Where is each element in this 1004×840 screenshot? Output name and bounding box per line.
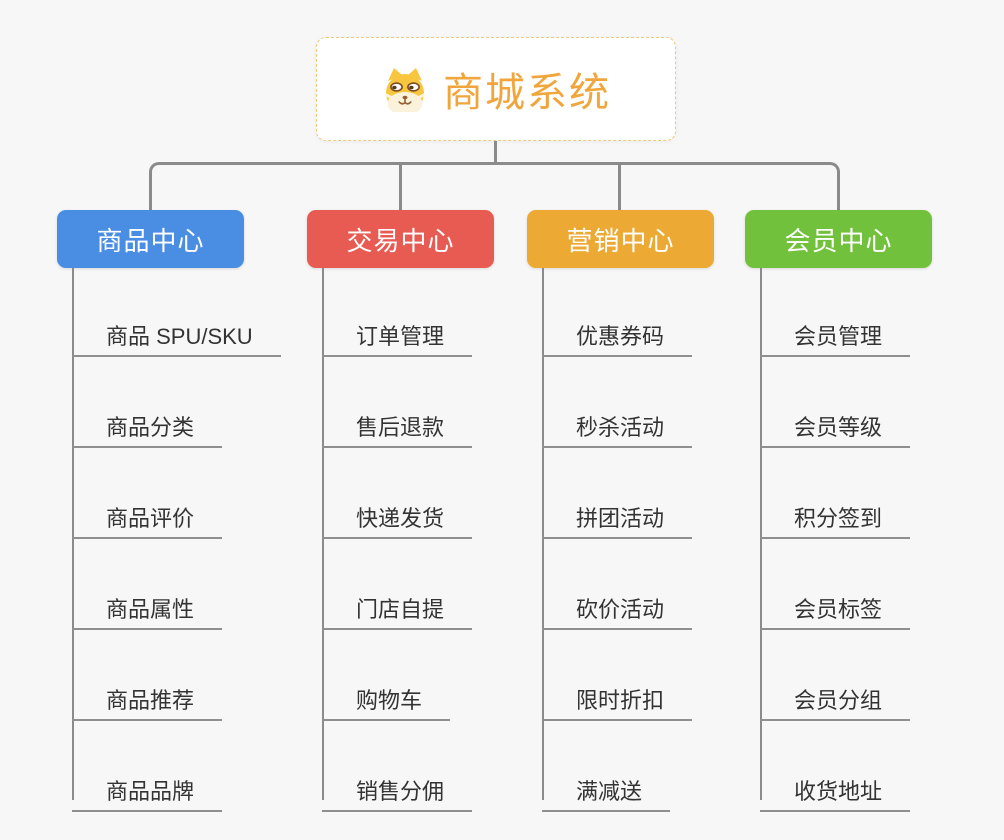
branch-children-member-center: 会员管理 会员等级 积分签到 会员标签 会员分组 收货地址 [745, 268, 995, 812]
root-title: 商城系统 [443, 71, 611, 115]
leaf-node[interactable]: 售后退款 [322, 357, 473, 448]
branch-label: 营销中心 [566, 225, 675, 256]
leaf-node[interactable]: 满减送 [542, 721, 671, 812]
leaf-node[interactable]: 商品属性 [72, 539, 223, 630]
leaf-node[interactable]: 拼团活动 [542, 448, 693, 539]
leaf-node[interactable]: 会员等级 [760, 357, 911, 448]
connector-drop-marketing [618, 163, 621, 210]
leaf-node[interactable]: 商品品牌 [72, 721, 223, 812]
leaf-node[interactable]: 订单管理 [322, 268, 473, 357]
branch-children-product-center: 商品 SPU/SKU 商品分类 商品评价 商品属性 商品推荐 商品品牌 [57, 268, 307, 812]
branch-node-marketing-center[interactable]: 营销中心 [527, 210, 714, 268]
leaf-node[interactable]: 商品 SPU/SKU [72, 268, 281, 357]
leaf-node[interactable]: 快递发货 [322, 448, 473, 539]
branch-label: 商品中心 [96, 225, 205, 256]
leaf-node[interactable]: 商品推荐 [72, 630, 223, 721]
root-node-mall-system[interactable]: 商城系统 [316, 37, 676, 141]
connector-bracket [149, 162, 840, 210]
leaf-node[interactable]: 商品分类 [72, 357, 223, 448]
leaf-node[interactable]: 购物车 [322, 630, 451, 721]
branch-node-trade-center[interactable]: 交易中心 [307, 210, 494, 268]
leaf-node[interactable]: 优惠券码 [542, 268, 693, 357]
leaf-node[interactable]: 门店自提 [322, 539, 473, 630]
leaf-node[interactable]: 商品评价 [72, 448, 223, 539]
leaf-node[interactable]: 秒杀活动 [542, 357, 693, 448]
branch-node-product-center[interactable]: 商品中心 [57, 210, 244, 268]
branch-children-trade-center: 订单管理 售后退款 快递发货 门店自提 购物车 销售分佣 [307, 268, 557, 812]
leaf-node[interactable]: 积分签到 [760, 448, 911, 539]
leaf-node[interactable]: 限时折扣 [542, 630, 693, 721]
leaf-node[interactable]: 会员标签 [760, 539, 911, 630]
branch-label: 会员中心 [784, 225, 893, 256]
leaf-node[interactable]: 砍价活动 [542, 539, 693, 630]
connector-drop-trade [399, 163, 402, 210]
leaf-node[interactable]: 销售分佣 [322, 721, 473, 812]
branch-node-member-center[interactable]: 会员中心 [745, 210, 932, 268]
branch-label: 交易中心 [346, 225, 455, 256]
leaf-node[interactable]: 会员分组 [760, 630, 911, 721]
branch-children-marketing-center: 优惠券码 秒杀活动 拼团活动 砍价活动 限时折扣 满减送 [527, 268, 777, 812]
leaf-node[interactable]: 收货地址 [760, 721, 911, 812]
leaf-node[interactable]: 会员管理 [760, 268, 911, 357]
dog-face-icon [385, 68, 425, 112]
connector-root-stub [494, 141, 497, 163]
